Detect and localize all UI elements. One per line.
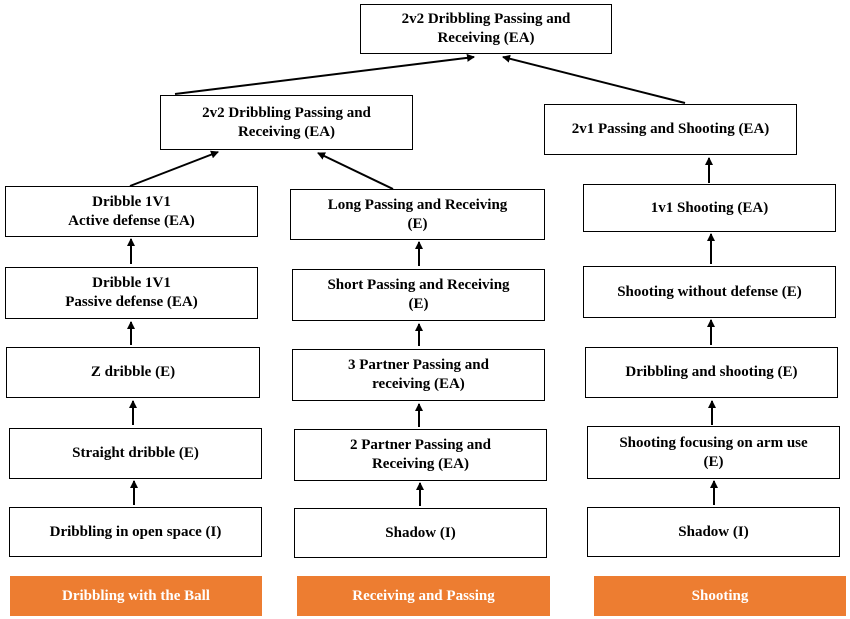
passing-step-2: 2 Partner Passing and Receiving (EA)	[294, 429, 547, 481]
shooting-step-2: Shooting focusing on arm use (E)	[587, 426, 840, 479]
arrow-right-mid-to-root	[502, 54, 686, 104]
left-mid-skill-box: 2v2 Dribbling Passing and Receiving (EA)	[160, 95, 413, 150]
category-bar-dribbling: Dribbling with the Ball	[10, 576, 262, 616]
dribble-step-4: Dribble 1V1 Passive defense (EA)	[5, 267, 258, 319]
arrow-passing-to-left-mid	[317, 152, 394, 190]
category-bar-shooting: Shooting	[594, 576, 846, 616]
passing-step-4: Short Passing and Receiving (E)	[292, 269, 545, 321]
arrow-left-mid-to-root	[174, 53, 475, 95]
dribble-step-3: Z dribble (E)	[6, 347, 260, 398]
category-bar-passing: Receiving and Passing	[297, 576, 550, 616]
shooting-step-3: Dribbling and shooting (E)	[585, 347, 838, 398]
shooting-step-5: 1v1 Shooting (EA)	[583, 184, 836, 232]
right-mid-skill-box: 2v1 Passing and Shooting (EA)	[544, 104, 797, 155]
passing-step-1: Shadow (I)	[294, 508, 547, 558]
arrow-dribble-to-left-mid	[129, 150, 219, 187]
root-skill-box: 2v2 Dribbling Passing and Receiving (EA)	[360, 4, 612, 54]
dribble-step-2: Straight dribble (E)	[9, 428, 262, 479]
passing-step-5: Long Passing and Receiving (E)	[290, 189, 545, 240]
passing-step-3: 3 Partner Passing and receiving (EA)	[292, 349, 545, 401]
shooting-step-1: Shadow (I)	[587, 507, 840, 557]
shooting-step-4: Shooting without defense (E)	[583, 266, 836, 318]
dribble-step-1: Dribbling in open space (I)	[9, 507, 262, 557]
dribble-step-5: Dribble 1V1 Active defense (EA)	[5, 186, 258, 237]
